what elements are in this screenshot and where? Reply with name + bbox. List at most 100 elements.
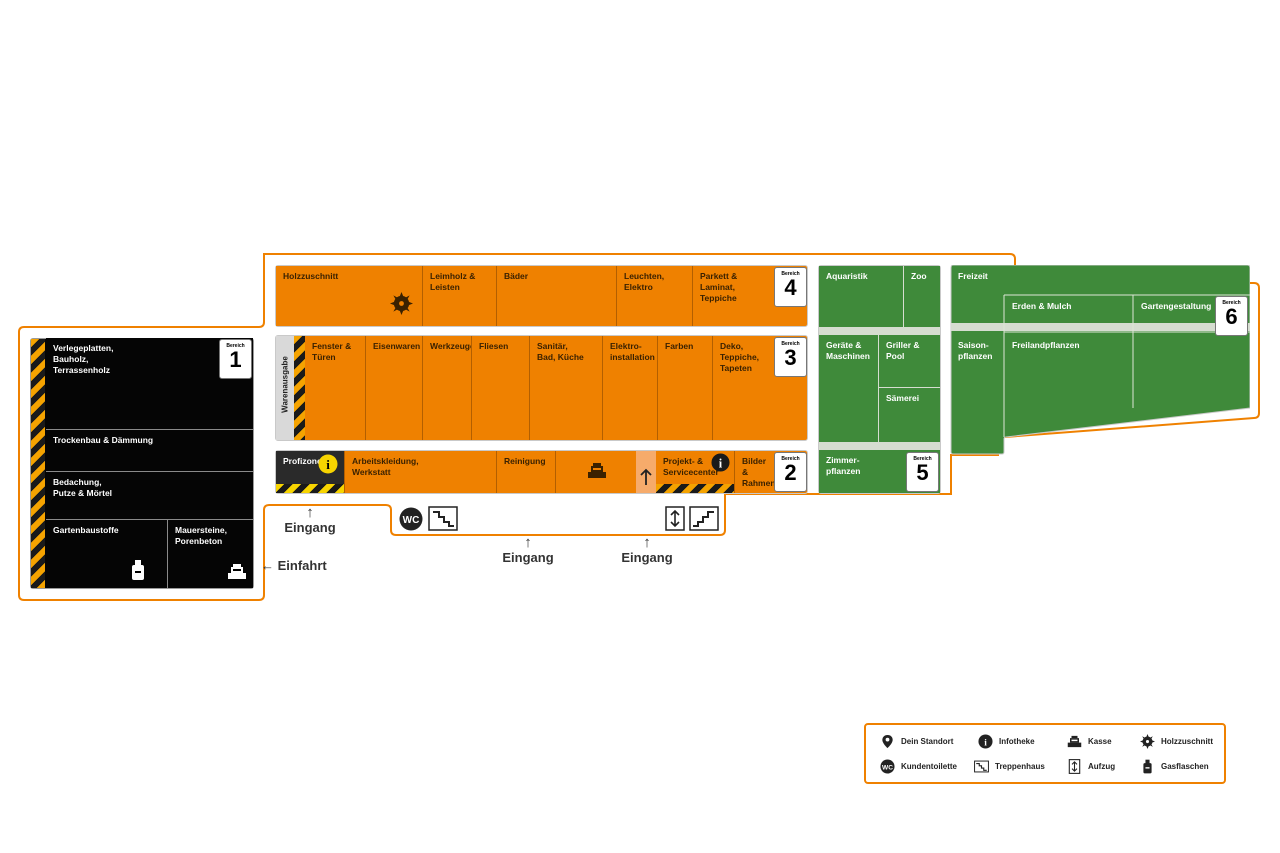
arrow-up-icon: ↑	[306, 504, 314, 521]
elevator-icon	[1068, 759, 1081, 774]
area-1-cell[interactable]: Verlegeplatten, Bauholz, Terrassenholz	[46, 338, 253, 428]
warenausgabe[interactable]: Warenausgabe	[276, 336, 294, 440]
legend-item: WC Kundentoilette	[880, 759, 957, 774]
info-icon: i	[318, 454, 338, 474]
svg-text:WC: WC	[882, 764, 893, 771]
area-2-cell[interactable]: Bilder & Rahmen	[735, 451, 776, 493]
arrow-up-icon: ↑	[643, 534, 651, 551]
saw-blade-icon	[1140, 734, 1155, 749]
legend-item: Dein Standort	[880, 734, 953, 749]
divider	[555, 451, 556, 493]
divider	[496, 451, 497, 493]
legend: Dein Standort i Infotheke Kasse Holzzusc…	[864, 723, 1226, 784]
area-5-cell[interactable]: Zimmer- pflanzen	[819, 450, 906, 493]
arrow-left-icon: ←	[261, 558, 274, 573]
stairs-icon[interactable]	[689, 506, 719, 531]
area-5-cell[interactable]: Aquaristik	[819, 266, 903, 327]
gas-bottle-icon	[1143, 759, 1152, 774]
entrance-label[interactable]: ↑Eingang	[500, 535, 556, 565]
cash-register-icon	[588, 463, 606, 478]
legend-item: i Infotheke	[978, 734, 1035, 749]
hazard-stripe	[294, 336, 305, 440]
info-icon: i	[711, 453, 730, 472]
area-5-cell[interactable]: Zoo	[904, 266, 940, 327]
saw-blade-icon	[390, 292, 413, 315]
area-3-cell[interactable]: Deko, Teppiche, Tapeten	[713, 336, 773, 440]
area-6-cell[interactable]: Freilandpflanzen	[1012, 340, 1080, 350]
divider	[616, 266, 617, 326]
area-4-cell[interactable]: Leuchten, Elektro	[617, 266, 692, 326]
area-3-cell[interactable]: Elektro- installation	[603, 336, 657, 440]
divider	[712, 336, 713, 440]
divider	[529, 336, 530, 440]
elevator-icon[interactable]	[665, 506, 685, 531]
entrance-label[interactable]: ↑Eingang	[282, 505, 338, 535]
divider	[422, 336, 423, 440]
area-3-cell[interactable]: Sanitär, Bad, Küche	[530, 336, 602, 440]
area-3-cell[interactable]: Farben	[658, 336, 712, 440]
wc-icon: WC	[880, 759, 895, 774]
hazard-stripe	[276, 484, 344, 493]
info-icon: i	[978, 734, 993, 749]
area-3-cell[interactable]: Fliesen	[472, 336, 529, 440]
area-3-cell[interactable]: Eisenwaren	[366, 336, 422, 440]
divider	[422, 266, 423, 326]
gas-bottle-icon	[132, 560, 144, 580]
svg-text:i: i	[984, 738, 987, 748]
legend-item: Treppenhaus	[974, 759, 1045, 774]
stairs-icon[interactable]	[428, 506, 458, 531]
area-6-cell[interactable]: Erden & Mulch	[1012, 301, 1072, 311]
driveway-label[interactable]: ← Einfahrt	[261, 558, 327, 573]
cash-register-icon	[1067, 735, 1082, 748]
svg-text:i: i	[719, 456, 723, 470]
area-5-cell[interactable]: Griller & Pool	[879, 335, 940, 387]
area-4-cell[interactable]: Holzzuschnitt	[276, 266, 422, 326]
area-1-cell[interactable]: Bedachung, Putze & Mörtel	[46, 471, 253, 518]
area-1-cell[interactable]: Gartenbaustoffe	[46, 519, 168, 588]
area-6-cell[interactable]: Gartengestaltung	[1141, 301, 1212, 311]
svg-text:i: i	[326, 457, 330, 472]
location-pin-icon	[882, 734, 893, 749]
area-5-cell[interactable]: Geräte & Maschinen	[819, 335, 878, 442]
divider	[344, 451, 345, 493]
area-2-cell[interactable]: Reinigung	[497, 451, 555, 493]
area-1-cell[interactable]: Trockenbau & Dämmung	[46, 429, 253, 470]
divider	[471, 336, 472, 440]
divider	[657, 336, 658, 440]
area-4-cell[interactable]: Parkett & Laminat, Teppiche	[693, 266, 773, 326]
area-3-cell[interactable]: Werkzeuge	[423, 336, 475, 440]
area-4-cell[interactable]: Bäder	[497, 266, 616, 326]
area-6-cell[interactable]: Saison- pflanzen	[958, 340, 993, 361]
area-5-cell[interactable]: Sämerei	[879, 388, 940, 442]
divider	[602, 336, 603, 440]
legend-item: Aufzug	[1067, 759, 1115, 774]
area-6	[950, 265, 1250, 455]
area-3-cell[interactable]: Fenster & Türen	[305, 336, 365, 440]
legend-item: Holzzuschnitt	[1140, 734, 1213, 749]
svg-text:WC: WC	[403, 515, 420, 526]
divider	[734, 451, 735, 493]
arrow-up-icon: ↑	[524, 534, 532, 551]
area-2-cell[interactable]: Arbeitskleidung, Werkstatt	[345, 451, 496, 493]
divider	[496, 266, 497, 326]
wc-icon[interactable]: WC	[399, 507, 423, 531]
hazard-stripe	[656, 484, 734, 493]
area-6-cell[interactable]: Freizeit	[958, 271, 988, 281]
hazard-stripe	[31, 339, 45, 588]
arrow-up-icon	[640, 468, 652, 485]
entrance-label[interactable]: ↑Eingang	[619, 535, 675, 565]
legend-item: Gasflaschen	[1140, 759, 1209, 774]
legend-item: Kasse	[1067, 734, 1112, 749]
divider	[365, 336, 366, 440]
area-4-cell[interactable]: Leimholz & Leisten	[423, 266, 496, 326]
divider	[692, 266, 693, 326]
cash-register-icon	[228, 564, 246, 579]
stairs-icon	[974, 760, 989, 773]
